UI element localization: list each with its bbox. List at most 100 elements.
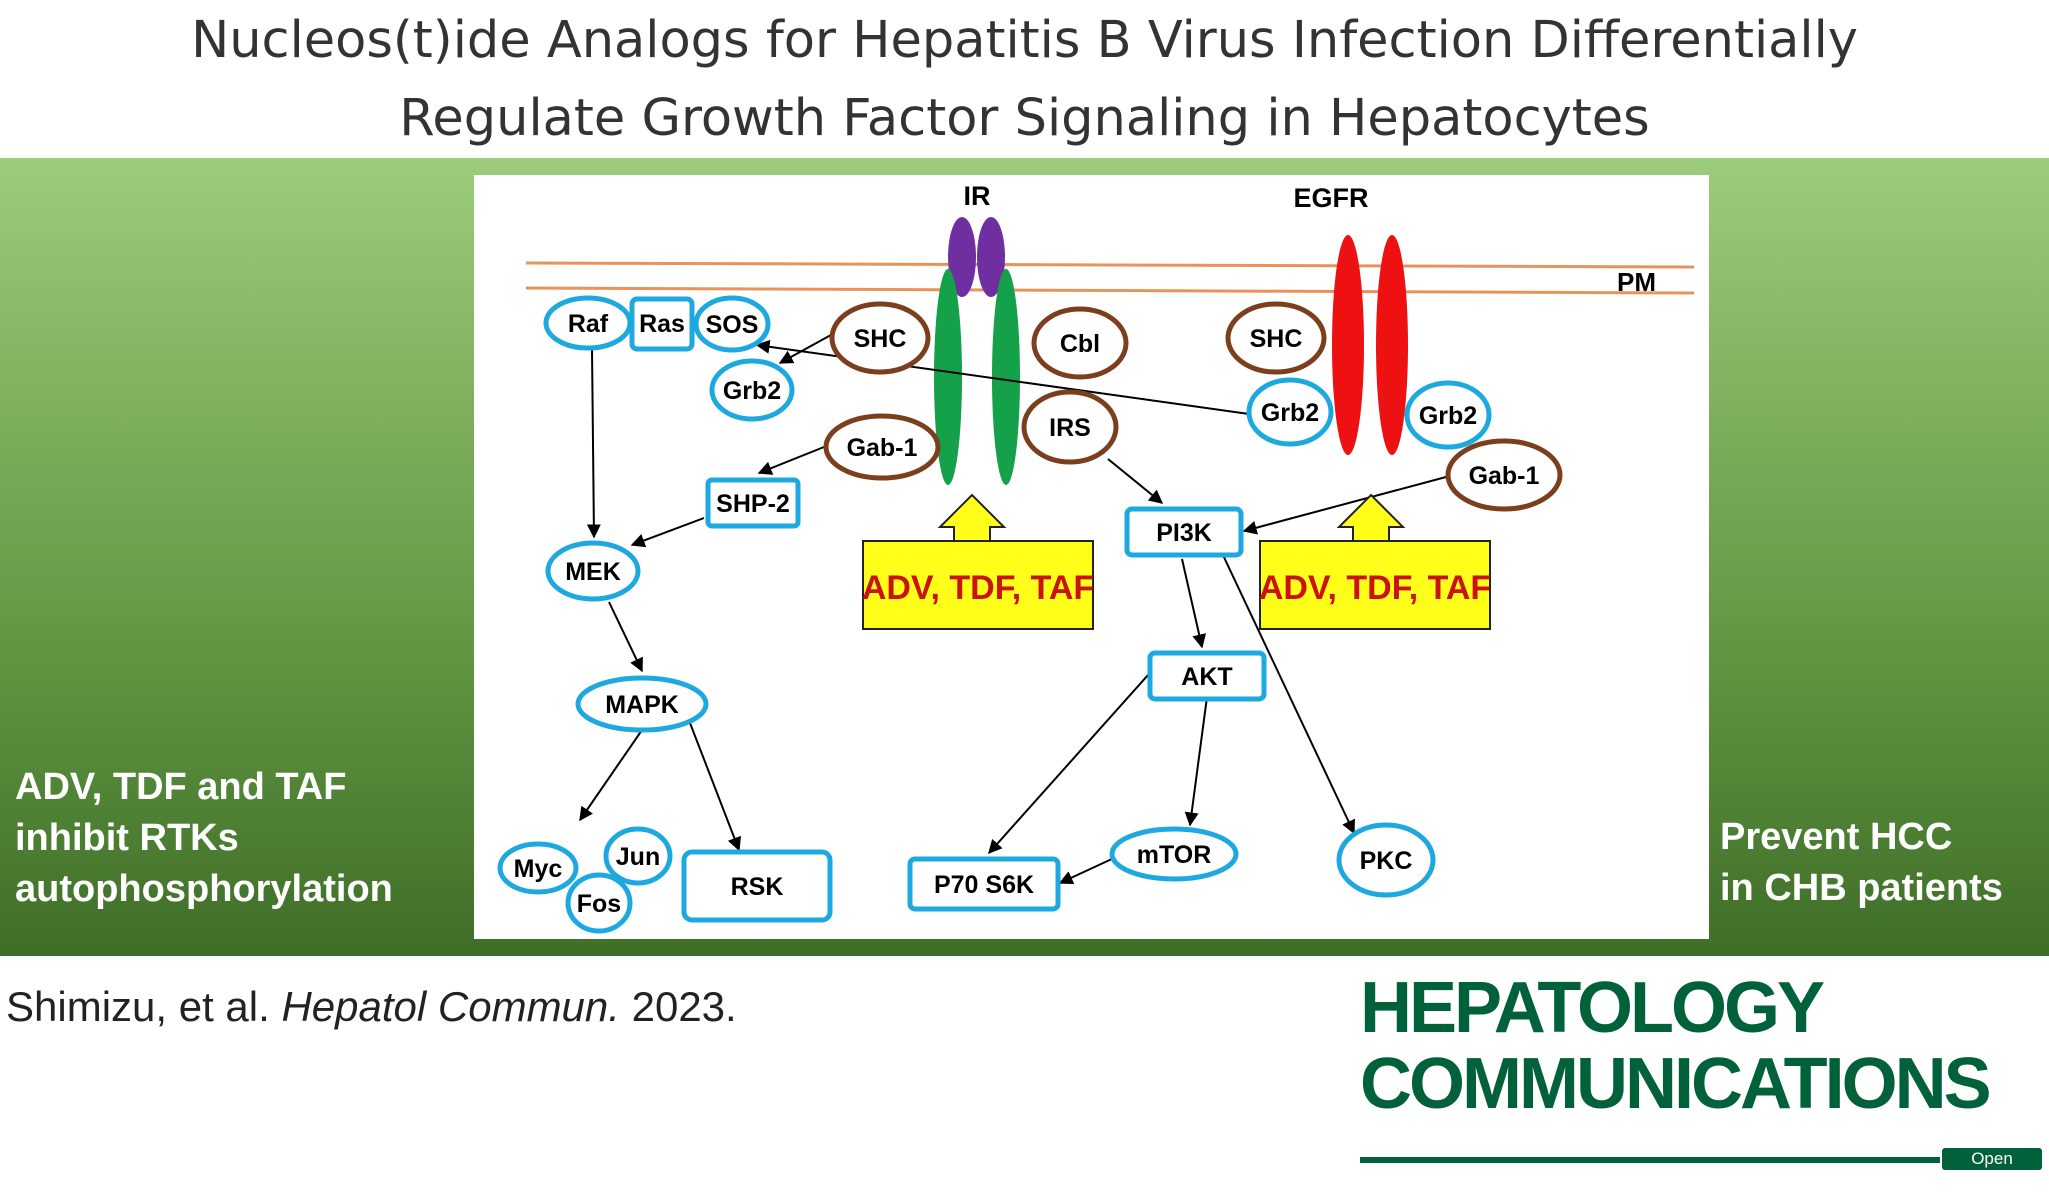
node-fos	[565, 872, 633, 934]
arrow-akt-mtor	[1184, 696, 1208, 827]
node-sos	[693, 295, 771, 353]
arrow-shp2-mek	[630, 517, 705, 548]
node-mapk	[575, 675, 709, 733]
arrow-gab1-egfr-pi3k	[1242, 476, 1447, 535]
node-gab1-egfr-label: Gab-1	[1469, 462, 1540, 490]
node-p70s6k-label: P70 S6K	[934, 871, 1034, 899]
inhibitor-arrow-egfr	[1336, 493, 1406, 542]
inhibitor-label-ir: ADV, TDF, TAF	[862, 569, 1094, 607]
membrane-line-outer	[525, 261, 1695, 269]
right-summary-line-1: Prevent HCC	[1720, 816, 1953, 858]
citation-authors: Shimizu, et al.	[6, 983, 270, 1030]
arrow-gab1-shp2	[757, 446, 825, 475]
node-rsk-label: RSK	[731, 873, 784, 901]
node-gab1-ir-label: Gab-1	[847, 434, 918, 462]
node-pkc	[1336, 822, 1436, 898]
node-shp2-label: SHP-2	[716, 490, 790, 518]
node-grb2-egfr-right-label: Grb2	[1419, 402, 1477, 430]
ir-alpha-subunit-left	[948, 217, 976, 297]
node-grb2-egfr-right	[1404, 380, 1492, 450]
node-shc-ir-label: SHC	[854, 325, 907, 353]
title-line-1: Nucleos(t)ide Analogs for Hepatitis B Vi…	[191, 11, 1858, 70]
right-summary: Prevent HCC in CHB patients	[1720, 812, 2003, 914]
arrow-irs-pi3k	[1107, 458, 1164, 504]
arrow-mtor-p70s6k	[1058, 857, 1115, 885]
pathway-arrows	[579, 329, 1447, 885]
node-raf-label: Raf	[568, 310, 609, 338]
node-pi3k-label: PI3K	[1156, 519, 1212, 547]
arrow-mek-mapk	[608, 601, 643, 673]
inhibitor-arrow-ir	[937, 493, 1007, 542]
citation-journal: Hepatol Commun.	[281, 983, 620, 1030]
inhibitor-callout-ir: ADV, TDF, TAF	[862, 493, 1094, 630]
logo-line-1: HEPATOLOGY	[1360, 968, 1825, 1048]
arrow-pi3k-akt	[1181, 558, 1207, 649]
node-myc	[497, 841, 579, 895]
node-ras	[629, 296, 695, 352]
node-grb2-egfr-left-label: Grb2	[1261, 399, 1319, 427]
node-grb2-left	[709, 358, 795, 422]
logo-line-2: COMMUNICATIONS	[1360, 1044, 1992, 1124]
node-pkc-label: PKC	[1360, 847, 1413, 875]
node-irs-label: IRS	[1049, 414, 1091, 442]
node-cbl	[1031, 306, 1129, 380]
inhibitor-label-egfr: ADV, TDF, TAF	[1259, 569, 1491, 607]
node-p70s6k	[907, 856, 1061, 912]
node-sos-label: SOS	[706, 311, 759, 339]
left-summary-line-1: ADV, TDF and TAF	[15, 766, 347, 808]
ir-label: IR	[964, 181, 991, 211]
node-akt-label: AKT	[1181, 663, 1232, 691]
node-shp2	[705, 477, 801, 529]
ir-beta-subunit-left	[934, 269, 962, 485]
node-mtor	[1109, 826, 1239, 882]
signaling-diagram: PM IR EGFR	[474, 175, 1709, 939]
node-grb2-egfr-left	[1246, 377, 1334, 447]
node-mapk-label: MAPK	[605, 691, 679, 719]
arrow-mapk-myc	[579, 729, 643, 822]
node-grb2-left-label: Grb2	[723, 377, 781, 405]
node-pi3k	[1124, 506, 1244, 558]
membrane-label: PM	[1617, 267, 1656, 297]
node-gab1-ir	[823, 413, 941, 481]
arrow-mapk-rsk	[689, 722, 741, 852]
open-access-badge: Open Access	[1942, 1148, 2042, 1190]
node-jun	[603, 826, 673, 886]
node-ras-label: Ras	[639, 310, 685, 338]
node-myc-label: Myc	[514, 855, 563, 883]
inhibitor-callout-egfr: ADV, TDF, TAF	[1259, 493, 1491, 630]
node-mek	[545, 540, 641, 602]
journal-logo: HEPATOLOGY COMMUNICATIONS Open Access	[1360, 968, 2042, 1190]
egfr-label: EGFR	[1293, 183, 1368, 213]
node-cbl-label: Cbl	[1060, 330, 1100, 358]
right-summary-line-2: in CHB patients	[1720, 867, 2003, 909]
ir-alpha-subunit-right	[977, 217, 1005, 297]
node-shc-egfr	[1225, 301, 1327, 375]
ir-beta-subunit-right	[992, 269, 1020, 485]
egfr-subunit-left	[1332, 235, 1364, 455]
page-title: Nucleos(t)ide Analogs for Hepatitis B Vi…	[0, 0, 2049, 158]
membrane-line-inner	[525, 286, 1695, 295]
logo-rule	[1360, 1157, 1940, 1163]
node-shc-ir	[829, 301, 931, 375]
node-mtor-label: mTOR	[1137, 841, 1212, 869]
left-summary-line-2: inhibit RTKs	[15, 817, 239, 859]
arrow-pi3k-pkc	[1221, 552, 1355, 835]
node-akt	[1147, 650, 1267, 702]
pathway-svg: PM IR EGFR	[497, 181, 1695, 934]
arrow-akt-p70s6k	[988, 674, 1149, 855]
inhibitor-box-egfr	[1259, 540, 1491, 630]
node-gab1-egfr	[1445, 438, 1563, 512]
node-mek-label: MEK	[565, 558, 621, 586]
node-fos-label: Fos	[577, 890, 621, 918]
node-jun-label: Jun	[616, 843, 660, 871]
title-line-2: Regulate Growth Factor Signaling in Hepa…	[399, 89, 1650, 148]
node-rsk	[681, 849, 833, 923]
egfr-subunit-right	[1376, 235, 1408, 455]
citation-year: 2023.	[631, 983, 737, 1030]
citation: Shimizu, et al. Hepatol Commun. 2023.	[6, 983, 737, 1031]
inhibitor-box-ir	[862, 540, 1094, 630]
node-irs	[1021, 389, 1119, 465]
left-summary-line-3: autophosphorylation	[15, 868, 393, 910]
left-summary: ADV, TDF and TAF inhibit RTKs autophosph…	[15, 762, 393, 915]
arrow-raf-mek	[586, 348, 601, 539]
